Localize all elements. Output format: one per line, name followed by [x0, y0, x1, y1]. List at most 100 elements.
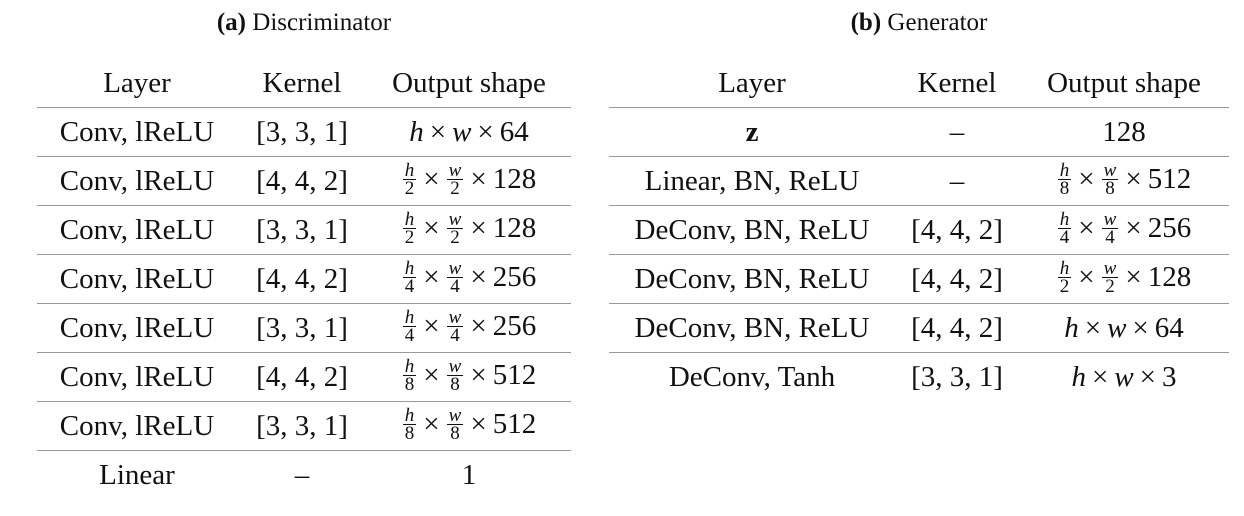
cell-layer: Conv, lReLU: [37, 402, 237, 451]
shape-height: h: [1071, 360, 1086, 393]
shape-width: w: [1114, 360, 1134, 393]
fraction-numerator: h: [402, 306, 417, 328]
fraction-numerator: h: [402, 257, 417, 279]
caption-b-title: Generator: [887, 9, 988, 36]
times-symbol: ×: [470, 261, 487, 294]
cell-kernel: –: [895, 108, 1019, 157]
fraction-numerator: w: [446, 257, 464, 279]
fraction-denominator: 2: [450, 177, 460, 199]
shape-channels: 128: [1147, 261, 1192, 294]
times-symbol: ×: [429, 115, 447, 148]
cell-kernel: [4, 4, 2]: [895, 255, 1019, 304]
layer-name: Linear: [99, 458, 175, 491]
output-shape-expr: h×w×64: [409, 116, 529, 148]
cell-output-shape: h×w×64: [1019, 304, 1229, 353]
cell-kernel: [4, 4, 2]: [895, 206, 1019, 255]
layer-name: Conv, lReLU: [59, 409, 215, 442]
table-row: Linear–1: [37, 450, 571, 500]
fraction-denominator: 4: [1059, 226, 1070, 248]
cell-kernel: –: [895, 157, 1019, 206]
fraction-numerator: w: [446, 404, 464, 426]
shape-channels: 128: [492, 163, 537, 196]
fraction-numerator: h: [1057, 208, 1072, 230]
fraction-denominator: 2: [404, 226, 415, 248]
cell-output-shape: 128: [1019, 108, 1229, 157]
shape-channels: 3: [1162, 360, 1177, 393]
shape-channels: 256: [492, 310, 537, 343]
fraction-denominator: 8: [450, 422, 460, 444]
cell-output-shape: h×w×3: [1019, 353, 1229, 402]
header-layer: Layer: [103, 66, 171, 99]
kernel-value: [3, 3, 1]: [256, 311, 348, 344]
times-symbol: ×: [423, 408, 440, 441]
shape-channels: 256: [492, 261, 537, 294]
times-symbol: ×: [1132, 311, 1149, 344]
times-symbol: ×: [1084, 311, 1102, 344]
shape-width: w: [452, 115, 472, 148]
cell-kernel: [4, 4, 2]: [237, 353, 367, 402]
header-layer: Layer: [718, 66, 786, 99]
layer-name: Linear, BN, ReLU: [644, 164, 860, 197]
layer-name: Conv, lReLU: [59, 164, 215, 197]
kernel-value: [3, 3, 1]: [256, 409, 348, 442]
kernel-value: [4, 4, 2]: [911, 311, 1003, 344]
cell-kernel: –: [237, 451, 367, 500]
fraction-denominator: 4: [450, 275, 460, 297]
layer-name: Conv, lReLU: [59, 115, 215, 148]
times-symbol: ×: [1078, 212, 1095, 245]
fraction-denominator: 8: [404, 422, 415, 444]
header-output-shape: Output shape: [1047, 66, 1201, 99]
caption-a-title: Discriminator: [252, 9, 392, 36]
fraction-denominator: 8: [450, 373, 460, 395]
times-symbol: ×: [423, 163, 440, 196]
fraction-denominator: 8: [404, 373, 415, 395]
cell-kernel: [3, 3, 1]: [237, 108, 367, 157]
kernel-value: [4, 4, 2]: [911, 213, 1003, 246]
table-row: DeConv, Tanh[3, 3, 1]h×w×3: [609, 352, 1229, 402]
fraction-numerator: w: [446, 306, 464, 328]
fraction-denominator: 4: [450, 324, 460, 346]
fraction-denominator: 4: [404, 324, 415, 346]
fraction-denominator: 8: [1105, 177, 1115, 199]
cell-layer: Conv, lReLU: [37, 206, 237, 255]
layer-name: DeConv, BN, ReLU: [634, 262, 870, 295]
fraction-denominator: 2: [450, 226, 460, 248]
fraction-denominator: 2: [1059, 275, 1070, 297]
fraction-denominator: 4: [1105, 226, 1115, 248]
caption-b-tag: (b): [850, 9, 882, 36]
layer-name: DeConv, Tanh: [668, 360, 836, 393]
shape-channels: 512: [492, 408, 537, 441]
kernel-value: –: [294, 458, 310, 491]
fraction-numerator: w: [446, 159, 464, 181]
fraction-denominator: 4: [404, 275, 415, 297]
cell-kernel: [4, 4, 2]: [237, 255, 367, 304]
cell-layer: Conv, lReLU: [37, 353, 237, 402]
layer-name: Conv, lReLU: [59, 311, 215, 344]
times-symbol: ×: [1091, 360, 1109, 393]
cell-layer: z: [609, 108, 895, 157]
fraction-numerator: h: [402, 159, 417, 181]
kernel-value: [4, 4, 2]: [256, 164, 348, 197]
fraction-numerator: h: [1057, 159, 1072, 181]
